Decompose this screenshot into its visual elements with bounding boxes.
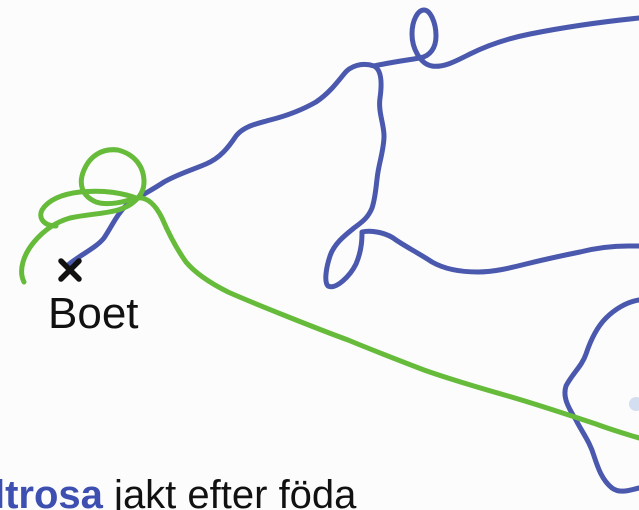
caption-highlight: ltrosa: [0, 473, 103, 510]
caption: ltrosa jakt efter föda: [0, 475, 356, 510]
blue-flight-track: [65, 7, 639, 494]
nest-label: Boet: [48, 289, 139, 338]
edge-marker: [629, 397, 639, 411]
green-flight-track: [19, 147, 639, 441]
caption-rest: jakt efter föda: [102, 473, 357, 510]
cross-icon: [58, 258, 82, 282]
